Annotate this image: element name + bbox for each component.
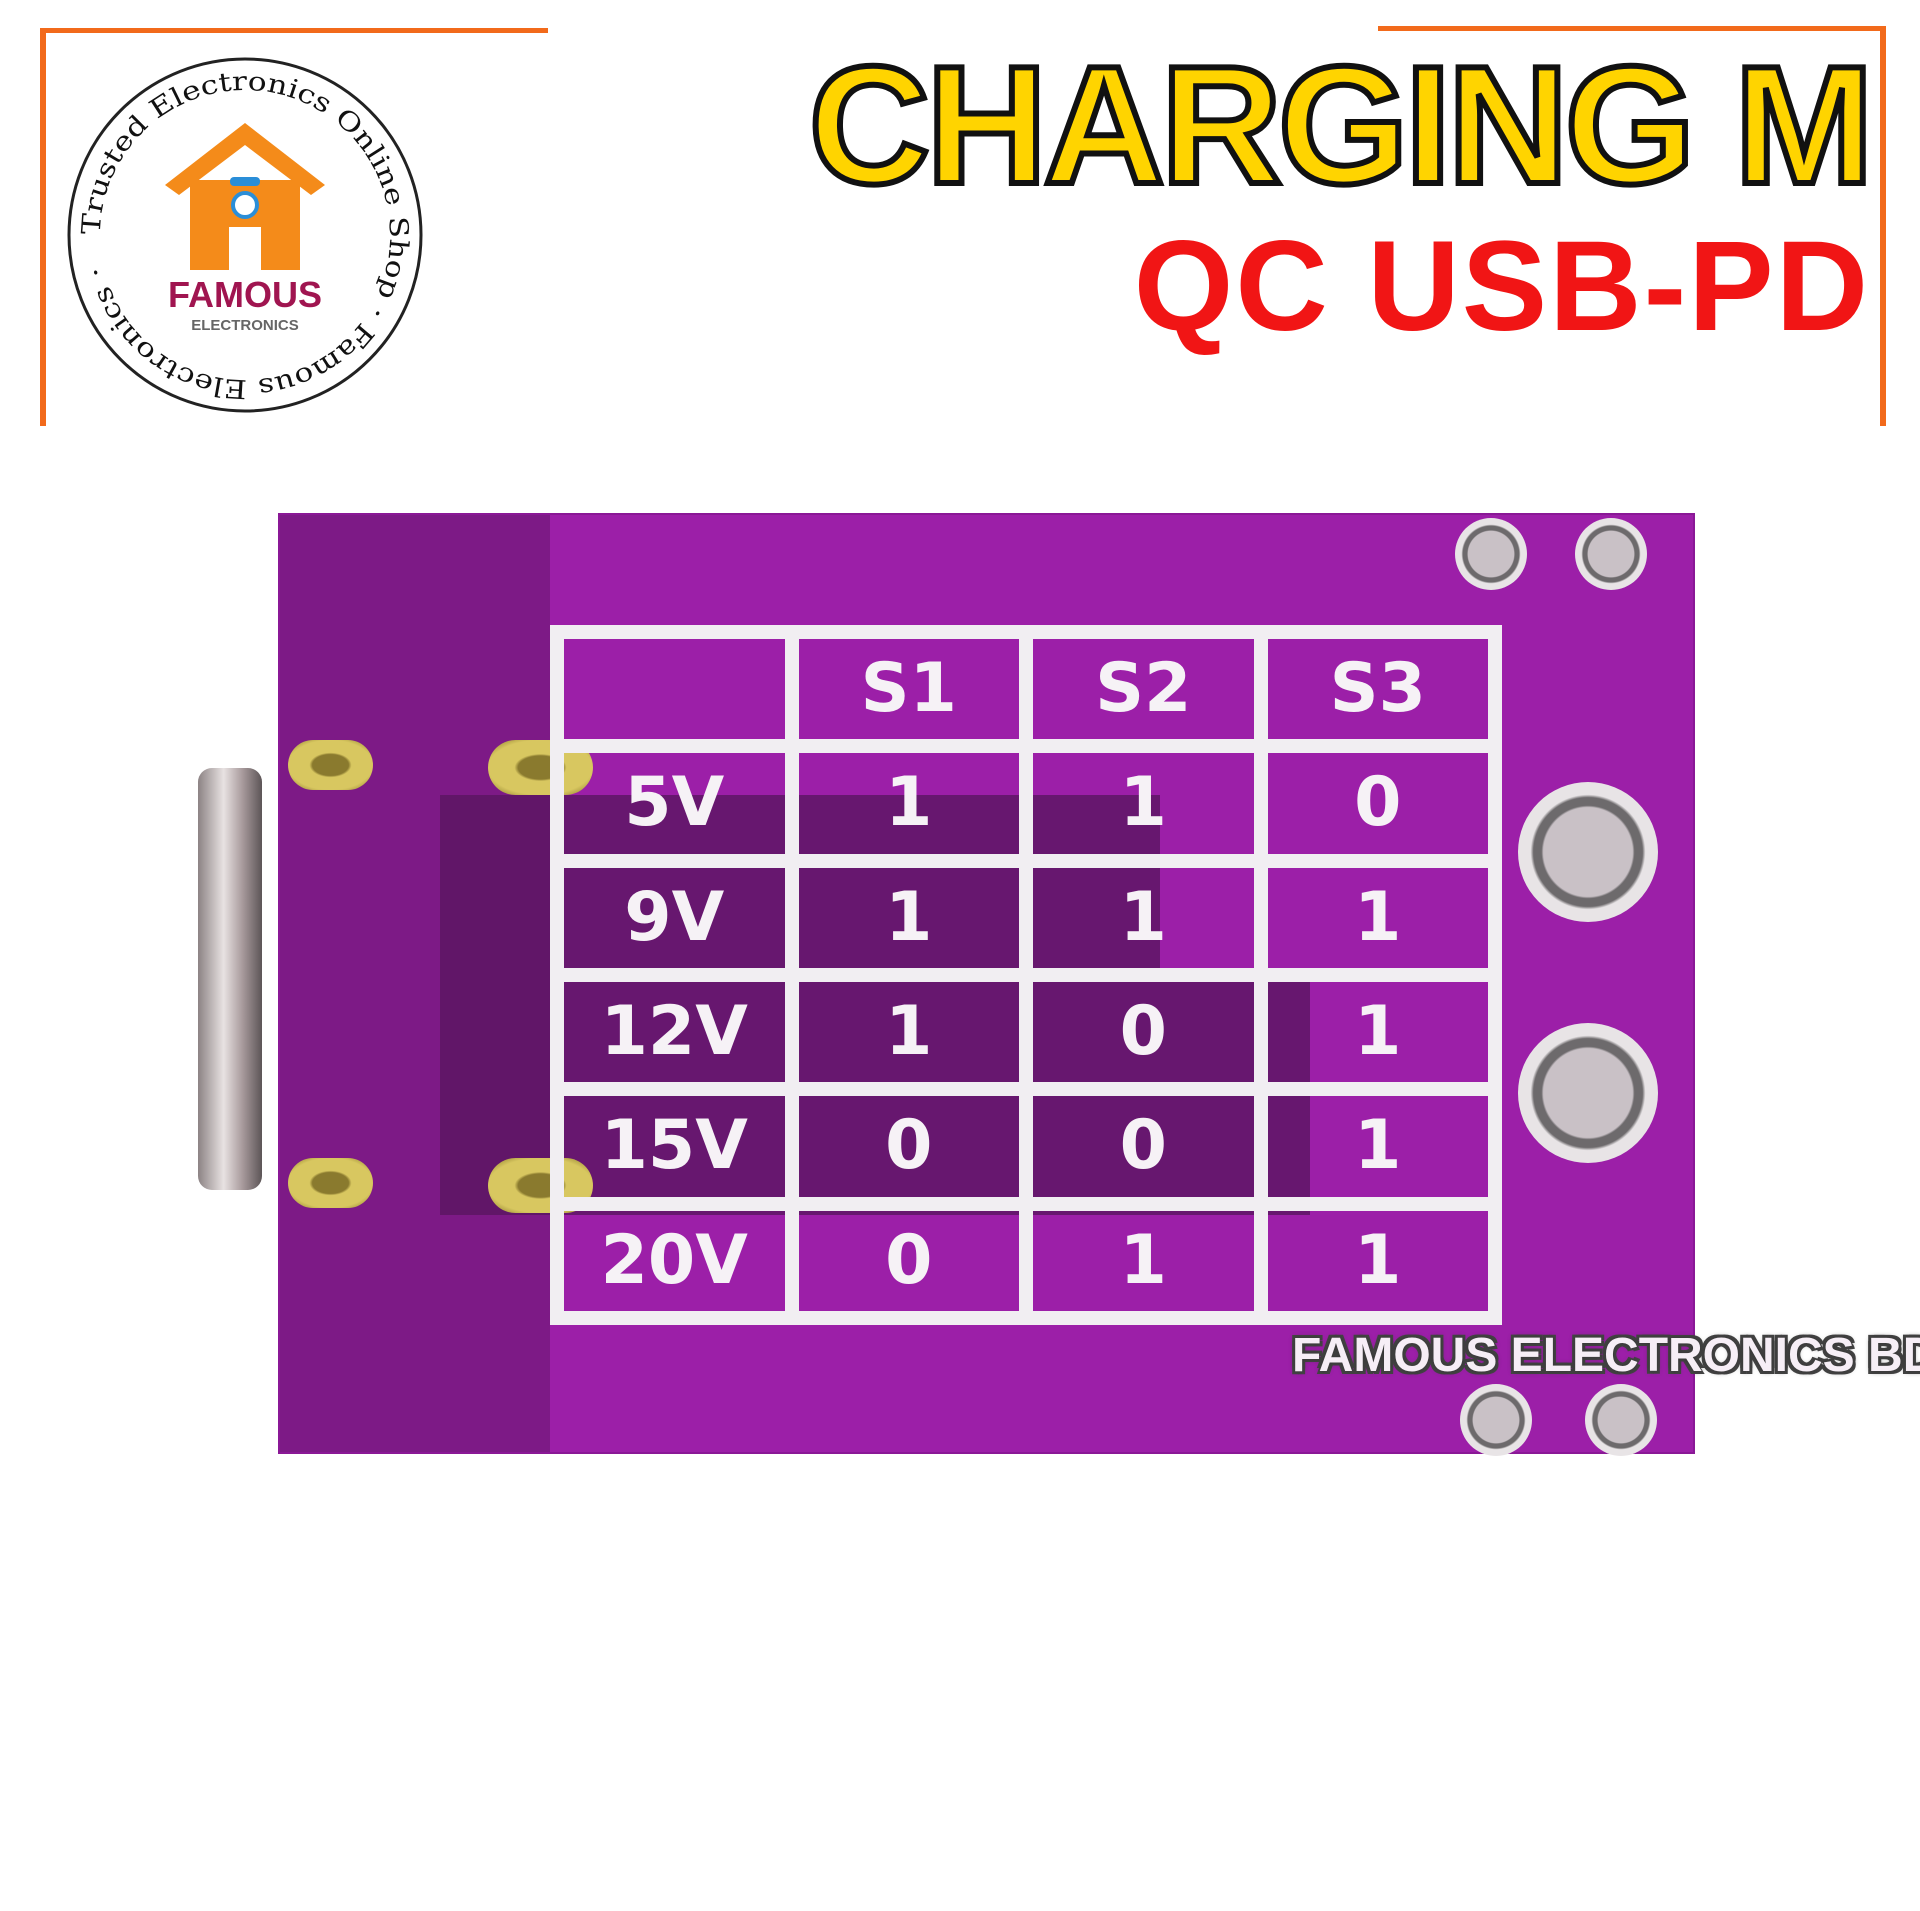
- watermark: FAMOUS ELECTRONICS BD: [1292, 1329, 1920, 1382]
- s1-value: 0: [784, 1196, 1033, 1326]
- header-cell: S1: [784, 624, 1033, 754]
- svg-text:FAMOUS: FAMOUS: [168, 274, 322, 315]
- s1-value: 1: [784, 967, 1033, 1097]
- table-row: 9V 1 1 1: [550, 853, 1502, 983]
- header-cell: S3: [1253, 624, 1502, 754]
- pin-hole: [1575, 518, 1647, 590]
- voltage-selection-table: S1 S2 S3 5V 1 1 0 9V 1 1 1 12V 1 0 1 15V…: [550, 624, 1502, 1326]
- s3-value: 1: [1253, 853, 1502, 983]
- header-cell: [550, 624, 799, 754]
- usb-c-connector: [198, 768, 262, 1190]
- mounting-hole: [1518, 782, 1658, 922]
- table-row: 12V 1 0 1: [550, 967, 1502, 1097]
- mounting-hole: [1518, 1023, 1658, 1163]
- header-cell: S2: [1019, 624, 1268, 754]
- voltage-label: 15V: [550, 1082, 799, 1211]
- s1-value: 1: [784, 853, 1033, 983]
- s1-value: 0: [784, 1082, 1033, 1211]
- s3-value: 1: [1253, 1082, 1502, 1211]
- title-line1: CHARGING M: [806, 31, 1877, 219]
- frame-left: [40, 28, 46, 426]
- pin-hole: [1460, 1384, 1532, 1456]
- s2-value: 1: [1019, 739, 1268, 868]
- title-line2: QC USB-PD: [1133, 215, 1870, 358]
- shop-logo: Trusted Electronics Online Shop · Famous…: [65, 55, 425, 415]
- voltage-label: 5V: [550, 739, 799, 868]
- table-row: 5V 1 1 0: [550, 739, 1502, 868]
- pin-hole: [1585, 1384, 1657, 1456]
- pin-hole: [1455, 518, 1527, 590]
- table-row: 20V 0 1 1: [550, 1196, 1502, 1326]
- frame-top-right: [1378, 26, 1886, 31]
- table-row: 15V 0 0 1: [550, 1082, 1502, 1211]
- s3-value: 1: [1253, 1196, 1502, 1326]
- s2-value: 1: [1019, 853, 1268, 983]
- frame-top-left: [40, 28, 548, 33]
- s2-value: 0: [1019, 967, 1268, 1097]
- solder-pad: [288, 1158, 373, 1208]
- frame-right: [1880, 26, 1886, 426]
- voltage-label: 12V: [550, 967, 799, 1097]
- s3-value: 1: [1253, 967, 1502, 1097]
- s1-value: 1: [784, 739, 1033, 868]
- svg-text:ELECTRONICS: ELECTRONICS: [191, 317, 299, 334]
- table-header-row: S1 S2 S3: [550, 624, 1502, 754]
- s2-value: 1: [1019, 1196, 1268, 1326]
- voltage-label: 9V: [550, 853, 799, 983]
- solder-pad: [288, 740, 373, 790]
- s3-value: 0: [1253, 739, 1502, 868]
- voltage-label: 20V: [550, 1196, 799, 1326]
- s2-value: 0: [1019, 1082, 1268, 1211]
